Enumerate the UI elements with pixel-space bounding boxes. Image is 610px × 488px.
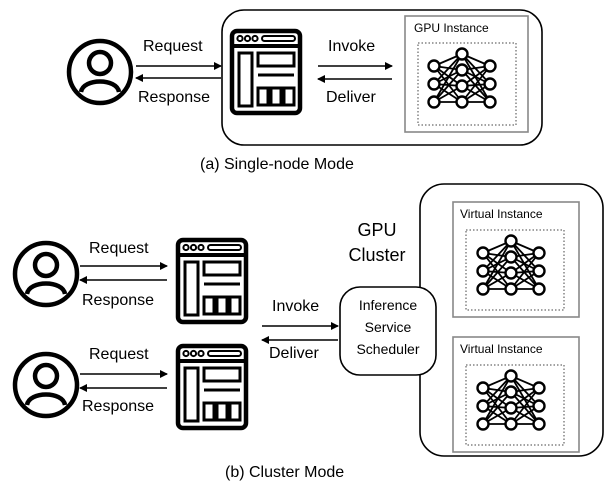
virtual-instance-bottom-box xyxy=(452,336,580,453)
virtual-instance-top-inner-box xyxy=(465,229,565,311)
request-label: Request xyxy=(143,38,203,55)
cluster-bottom-response-label: Response xyxy=(82,398,155,415)
neural-network-icon xyxy=(476,234,546,296)
virtual-instance-top-box xyxy=(452,201,580,318)
cluster-deliver-label: Deliver xyxy=(269,345,319,362)
gpu-cluster-label-line2: Cluster xyxy=(348,245,406,265)
virtual-instance-top-label: Virtual Instance xyxy=(460,207,543,221)
user-icon xyxy=(69,41,131,103)
scheduler-label-line3: Scheduler xyxy=(356,341,420,357)
gpu-instance-inner-box xyxy=(417,42,517,126)
gpu-cluster-label-line1: GPU xyxy=(357,220,397,240)
user-icon xyxy=(15,354,77,416)
cluster-top-request-label: Request xyxy=(89,240,149,257)
single-node-server-box xyxy=(221,9,543,146)
virtual-instance-bottom-inner-box xyxy=(465,364,565,446)
web-app-icon xyxy=(178,240,246,322)
scheduler-label-line2: Service xyxy=(364,319,412,335)
web-app-icon xyxy=(178,346,246,428)
gpu-cluster-box xyxy=(419,183,604,457)
scheduler-box xyxy=(339,286,437,376)
neural-network-icon xyxy=(427,47,497,109)
invoke-label: Invoke xyxy=(328,38,376,55)
neural-network-icon xyxy=(476,369,546,431)
gpu-instance-label: GPU Instance xyxy=(414,21,489,35)
cluster-caption: (b) Cluster Mode xyxy=(225,464,345,481)
cluster-bottom-request-label: Request xyxy=(89,346,149,363)
cluster-top-response-label: Response xyxy=(82,292,155,309)
response-label: Response xyxy=(138,89,211,106)
deliver-label: Deliver xyxy=(326,89,376,106)
cluster-invoke-label: Invoke xyxy=(272,298,320,315)
single-node-caption: (a) Single-node Mode xyxy=(200,156,354,173)
virtual-instance-bottom-label: Virtual Instance xyxy=(460,342,543,356)
scheduler-label-line1: Inference xyxy=(358,297,418,313)
user-icon xyxy=(15,243,77,305)
gpu-instance-box xyxy=(404,15,529,133)
web-app-icon xyxy=(232,31,300,113)
